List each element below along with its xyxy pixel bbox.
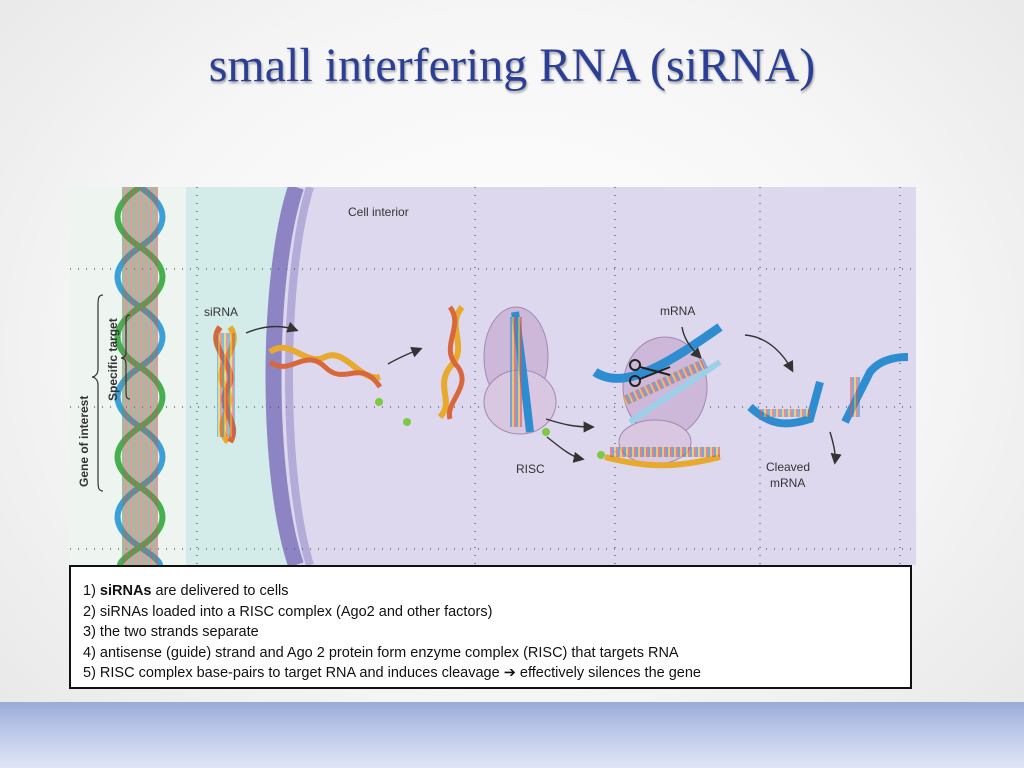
cell-interior-label: Cell interior	[348, 205, 409, 219]
scissors-icon	[629, 359, 671, 387]
cleaved-label-line2: mRNA	[770, 476, 805, 490]
gene-of-interest-label: Gene of interest	[77, 396, 91, 487]
risc-mrna-complex	[592, 323, 723, 465]
caption-step-1-text: are delivered to cells	[151, 583, 289, 599]
gene-bracket	[91, 294, 131, 492]
cleaved-mrna	[747, 353, 909, 428]
cleaved-label-line1: Cleaved	[766, 460, 810, 474]
caption-step-1-number: 1)	[83, 583, 100, 599]
gene-dna-helix	[114, 187, 166, 565]
caption-step-4: 4) antisense (guide) strand and Ago 2 pr…	[83, 644, 679, 661]
sirna-duplex	[213, 325, 237, 445]
slide-title: small interfering RNA (siRNA)	[208, 39, 816, 92]
caption-step-1-bold: siRNAs	[99, 583, 152, 599]
caption-step-2: 2) siRNAs loaded into a RISC complex (Ag…	[83, 603, 493, 620]
sirna-diagram: Gene of interest Specific target Cell in…	[70, 187, 916, 565]
diagram-canvas: Gene of interest Specific target Cell in…	[70, 187, 916, 565]
risc-complex	[483, 306, 557, 436]
footer-band	[0, 702, 1024, 768]
steps-caption-box: 1) siRNAs are delivered to cells 2) siRN…	[69, 565, 912, 689]
cell-membrane	[265, 187, 304, 565]
mrna-label: mRNA	[660, 304, 695, 318]
caption-step-5: 5) RISC complex base-pairs to target RNA…	[83, 665, 701, 681]
sirna-label: siRNA	[204, 305, 238, 319]
specific-target-label: Specific target	[106, 318, 120, 401]
dotted-grid	[70, 187, 916, 565]
sirna-processed	[403, 305, 465, 426]
sirna-entering	[268, 344, 383, 406]
risc-label: RISC	[516, 462, 545, 476]
caption-step-1: 1) siRNAs are delivered to cells	[83, 581, 900, 602]
process-arrows	[245, 321, 842, 465]
caption-step-3: 3) the two strands separate	[83, 624, 259, 640]
cell-membrane-inner	[285, 187, 314, 565]
passenger-strand	[597, 447, 721, 469]
